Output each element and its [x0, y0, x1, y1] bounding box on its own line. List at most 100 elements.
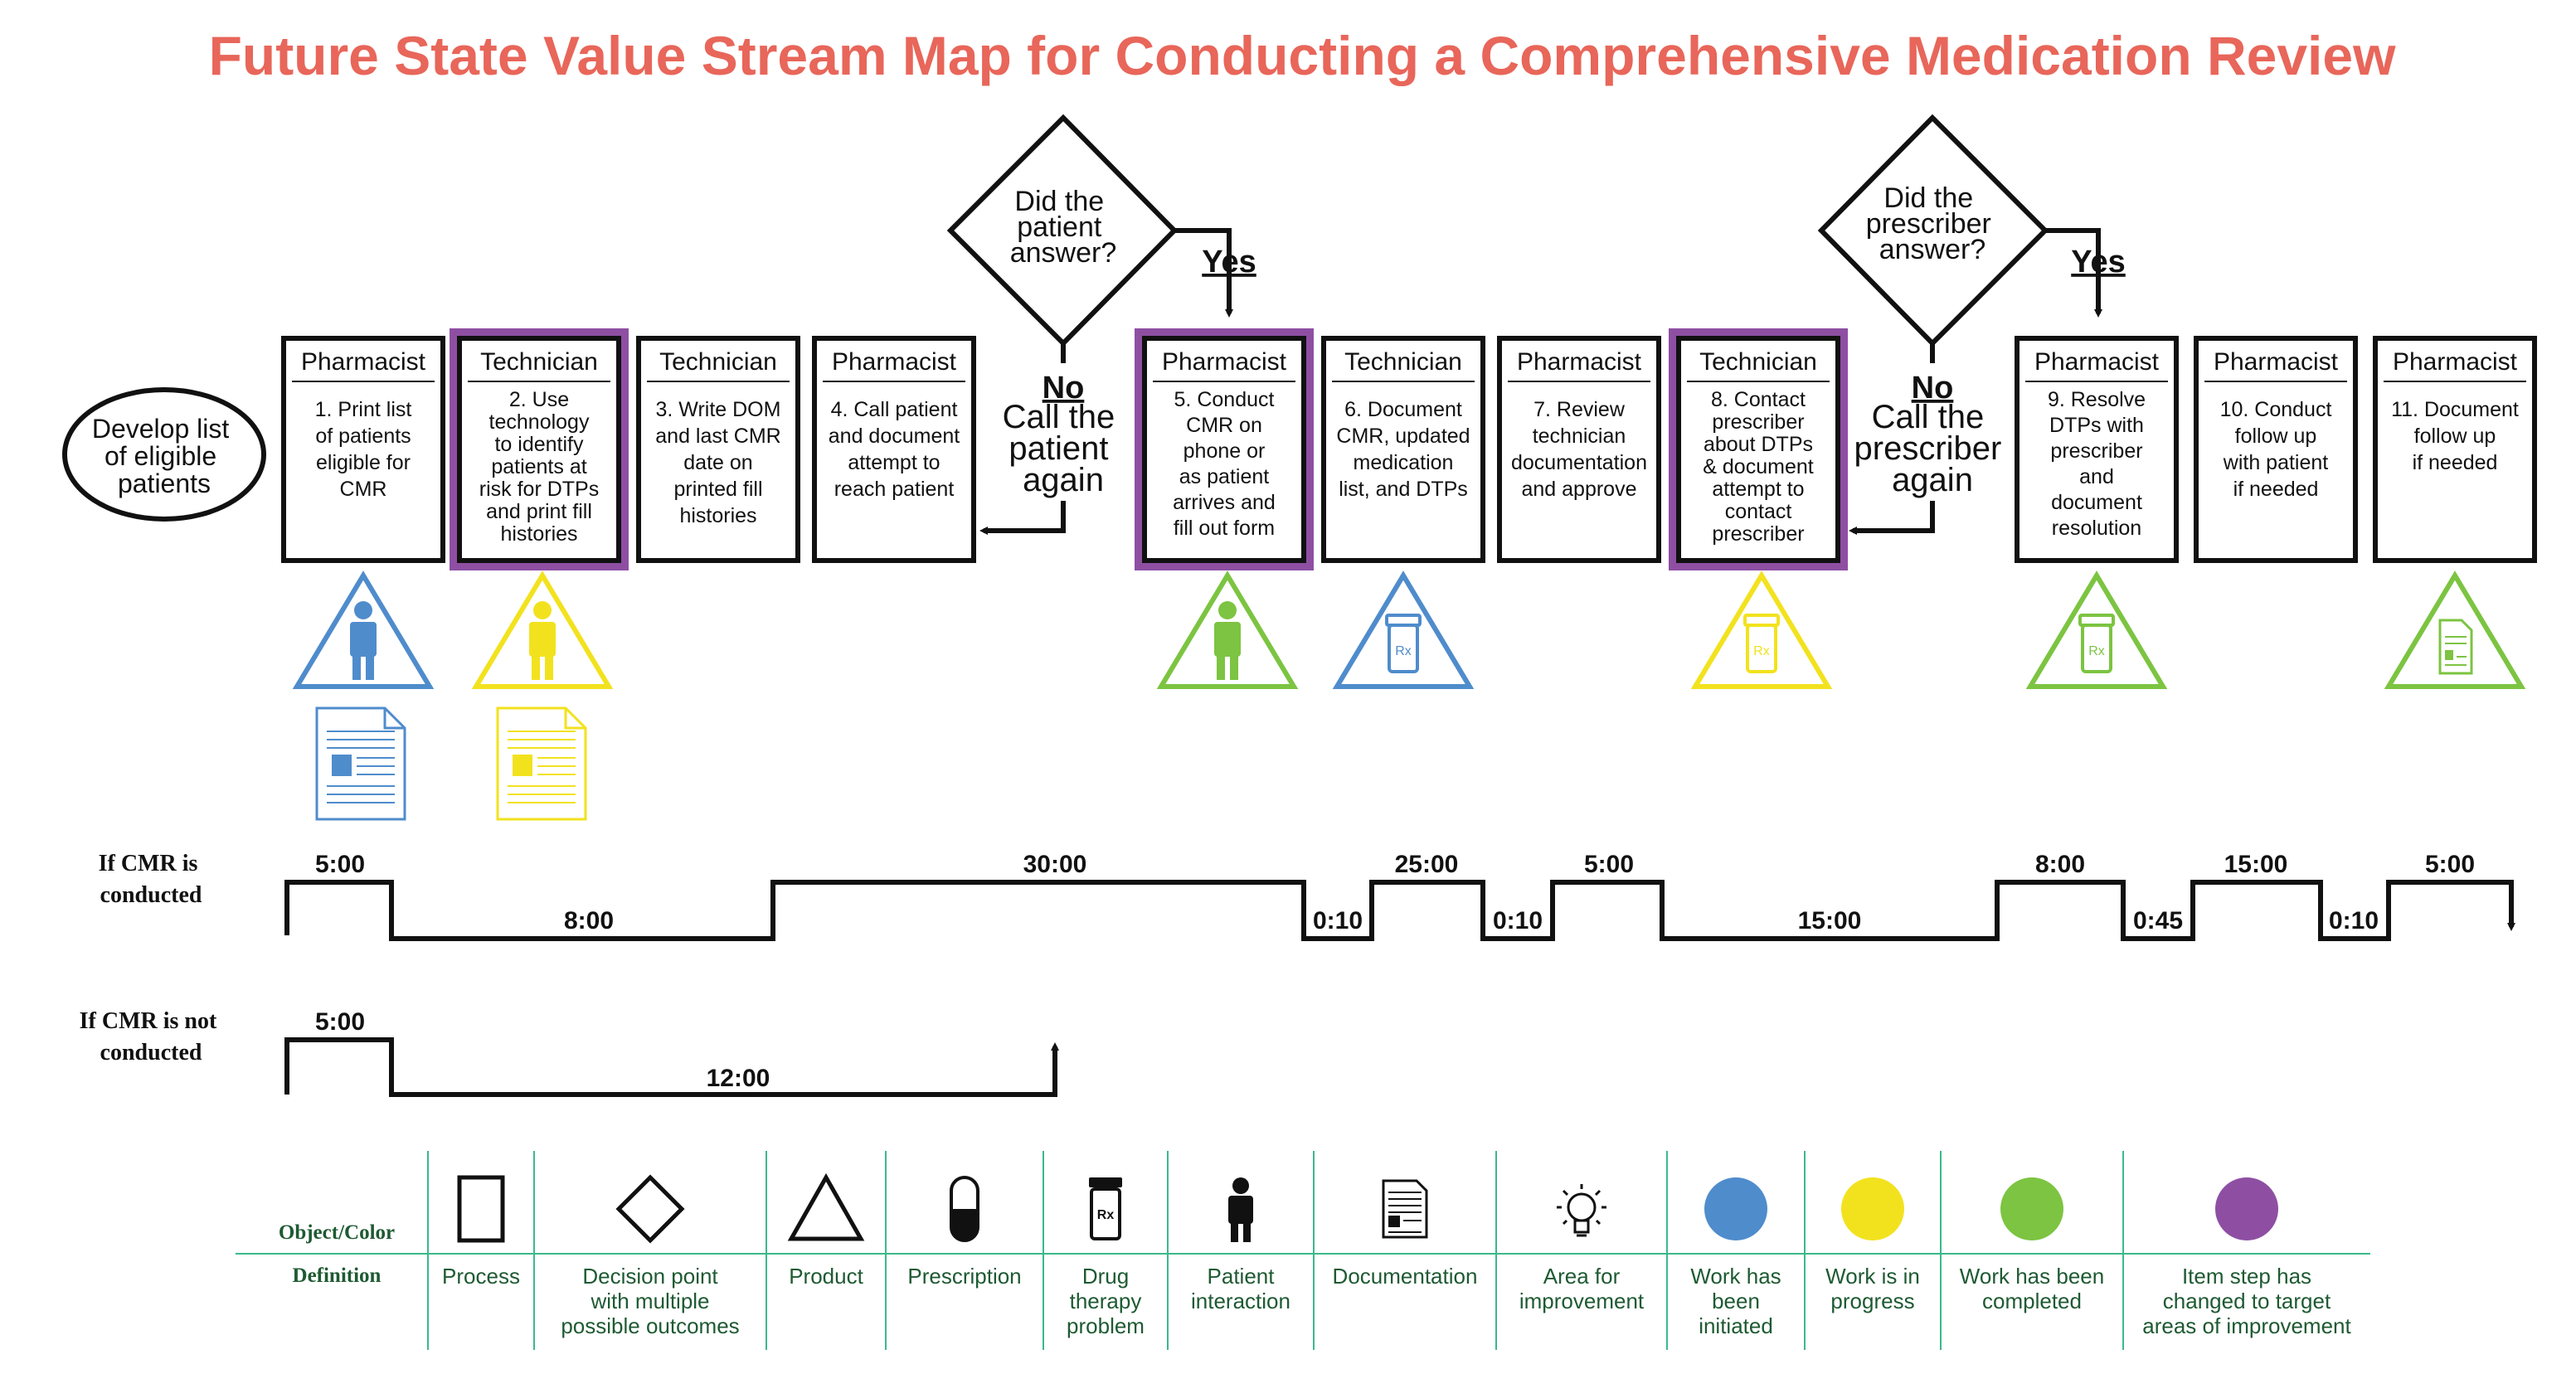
process-role: Pharmacist	[2214, 348, 2339, 376]
no-arrow-patient	[979, 501, 1066, 535]
process-role: Pharmacist	[301, 348, 426, 376]
process-role: Pharmacist	[832, 348, 957, 376]
documentation-icon	[2384, 570, 2526, 689]
time-nc-up-1: 5:00	[315, 1008, 365, 1036]
decision-patient-no: No	[1043, 371, 1085, 405]
legend-definition-text: Prescription	[907, 1264, 1021, 1289]
no-arrow-prescriber	[1849, 501, 1935, 535]
patient-icon	[1156, 570, 1299, 689]
drug-therapy-problem-icon: Rx	[1089, 1177, 1122, 1240]
time-up-3: 25:00	[1395, 851, 1459, 878]
yellow-circle-icon	[1841, 1177, 1904, 1240]
patient-interaction-icon	[1228, 1177, 1253, 1242]
svg-text:Rx: Rx	[1097, 1208, 1115, 1222]
decision-prescriber-no: No	[1912, 371, 1954, 405]
time-down-5: 0:45	[2133, 907, 2183, 934]
page-title: Future State Value Stream Map for Conduc…	[209, 25, 2397, 86]
process-role: Technician	[1699, 348, 1817, 376]
documentation-icon	[315, 706, 406, 821]
lightbulb-icon	[1557, 1184, 1606, 1237]
timeline-not-conducted: If CMR is not conducted 5:00 12:00	[80, 1008, 1059, 1097]
svg-text:Rx: Rx	[1753, 644, 1770, 658]
svg-text:Rx: Rx	[1395, 644, 1412, 658]
legend-item-prescription: Prescription	[907, 1176, 1022, 1289]
time-down-4: 15:00	[1798, 907, 1862, 934]
documentation-icon	[496, 706, 587, 821]
time-down-3: 0:10	[1493, 907, 1543, 934]
legend-item-process: Process	[442, 1175, 520, 1289]
process-icon	[457, 1175, 505, 1243]
decision-patient-no-action: Call the patient again	[1003, 399, 1125, 498]
decision-arrows	[979, 228, 2102, 535]
process-role: Pharmacist	[1162, 348, 1287, 376]
svg-text:Rx: Rx	[2088, 644, 2105, 658]
drug-therapy-problem-icon: Rx	[2025, 570, 2168, 689]
decision-icon	[615, 1174, 685, 1244]
drug-therapy-problem-icon: Rx	[1690, 570, 1833, 689]
purple-circle-icon	[2215, 1177, 2278, 1240]
drug-therapy-problem-icon: Rx	[1332, 570, 1475, 689]
legend-definition-text: Documentation	[1333, 1264, 1478, 1289]
patient-icon	[292, 570, 435, 689]
timeline-conducted-label: If CMR is conducted	[99, 851, 204, 908]
decision-patient-text: Did the patient answer?	[1010, 186, 1117, 269]
decision-prescriber-no-action: Call the prescriber again	[1854, 399, 2011, 498]
patient-icon	[471, 570, 614, 689]
yes-arrow-prescriber	[2045, 228, 2102, 318]
legend-object-header: Object/Color	[279, 1221, 395, 1244]
legend-definition-header: Definition	[293, 1265, 382, 1287]
documentation-icon	[1382, 1179, 1428, 1239]
process-role: Pharmacist	[2034, 348, 2160, 376]
time-up-5: 8:00	[2035, 851, 2085, 878]
time-down-1: 8:00	[564, 907, 614, 934]
process-role: Technician	[659, 348, 777, 376]
process-role: Pharmacist	[2393, 348, 2518, 376]
legend-item-product: Product	[787, 1172, 865, 1289]
decision-patient-answer: Did the patient answer? Yes No Call the …	[946, 114, 1256, 498]
green-circle-icon	[2000, 1177, 2063, 1240]
legend-item-documentation: Documentation	[1333, 1179, 1478, 1289]
time-up-2: 30:00	[1023, 851, 1087, 878]
prescription-icon	[950, 1176, 979, 1242]
icon-row: Rx Rx Rx	[292, 570, 2526, 821]
start-ellipse-text: Develop list of eligible patients	[92, 414, 236, 498]
timeline-not-conducted-line	[284, 1037, 1059, 1097]
time-up-7: 5:00	[2425, 851, 2475, 878]
process-role: Pharmacist	[1517, 348, 1642, 376]
time-up-6: 15:00	[2224, 851, 2288, 878]
product-icon	[787, 1172, 865, 1241]
timeline-not-conducted-label: If CMR is not conducted	[80, 1008, 223, 1065]
